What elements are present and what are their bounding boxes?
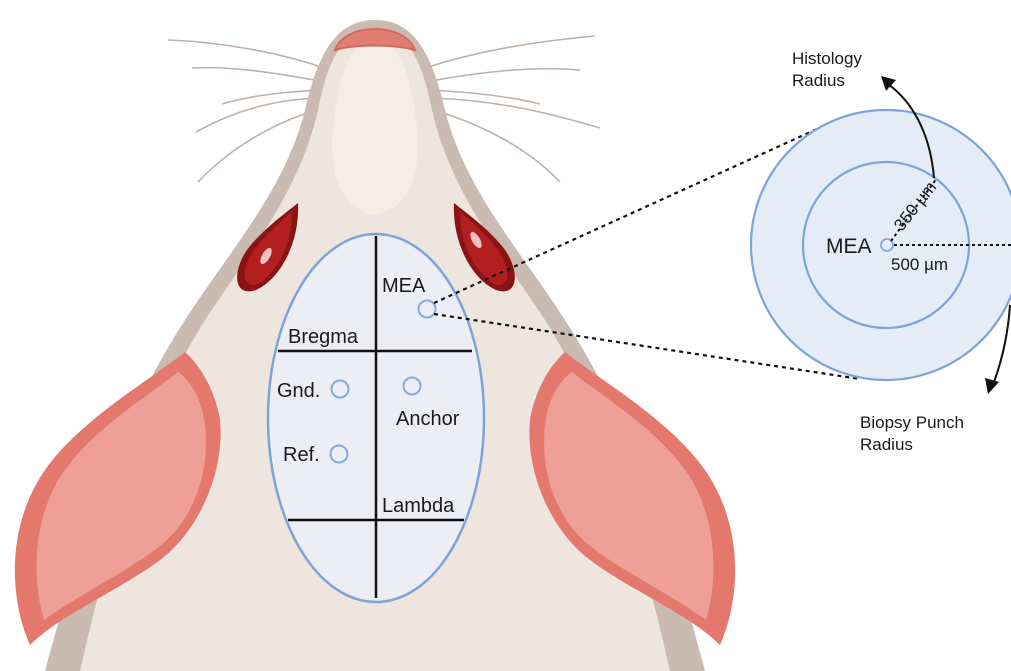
label-bregma: Bregma bbox=[288, 326, 359, 348]
outer-radius-value: 500 µm bbox=[891, 255, 948, 274]
inset-label-mea: MEA bbox=[826, 235, 872, 258]
biopsy-radius-line1: Biopsy Punch bbox=[860, 413, 964, 432]
histology-radius-label: Histology Radius bbox=[792, 49, 867, 90]
label-anchor: Anchor bbox=[396, 408, 460, 430]
histology-radius-line1: Histology bbox=[792, 49, 862, 68]
skull-window: MEA Bregma Gnd. Anchor Ref. Lambda bbox=[268, 234, 484, 602]
biopsy-radius-line2: Radius bbox=[860, 435, 913, 454]
label-lambda: Lambda bbox=[382, 495, 455, 517]
zoom-inset: MEA 350 µm 500 µm Histology Radius Biops… bbox=[751, 49, 1011, 454]
biopsy-arrowhead-icon bbox=[985, 378, 999, 394]
label-ref: Ref. bbox=[283, 444, 320, 466]
histology-radius-line2: Radius bbox=[792, 71, 845, 90]
label-gnd: Gnd. bbox=[277, 380, 320, 402]
biopsy-radius-label: Biopsy Punch Radius bbox=[860, 413, 969, 454]
label-mea: MEA bbox=[382, 275, 426, 297]
